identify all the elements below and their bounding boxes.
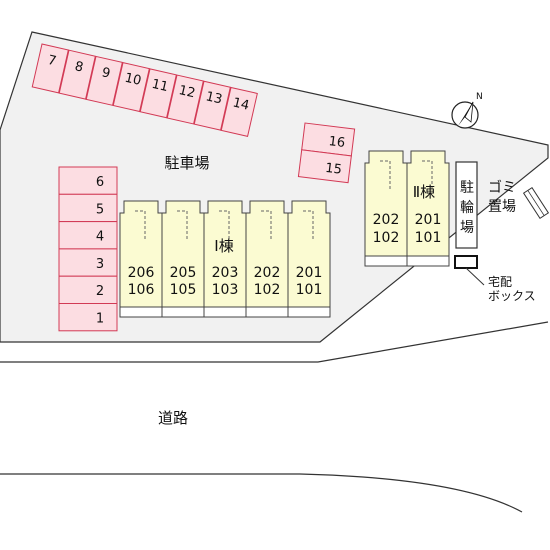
- unit-lower-number: 103: [212, 282, 239, 298]
- parking-space-6: 6: [58, 166, 118, 195]
- building-2-label: Ⅱ棟: [413, 183, 435, 201]
- parking-number: 15: [324, 161, 342, 178]
- parking-space-16: 16: [301, 122, 356, 157]
- parking-number: 7: [46, 53, 57, 69]
- delivery-box: [454, 255, 478, 269]
- parking-space-8: 8: [58, 49, 96, 100]
- parking-space-5: 5: [58, 193, 118, 223]
- parking-number: 6: [96, 175, 104, 190]
- delivery-box-label-2: ボックス: [488, 289, 536, 303]
- parking-space-10: 10: [112, 62, 150, 113]
- parking-space-4: 4: [58, 221, 118, 250]
- parking-space-2: 2: [58, 275, 118, 305]
- unit-upper-number: 206: [128, 265, 155, 281]
- road-edge-top: [0, 321, 549, 363]
- unit-upper-number: 205: [170, 265, 197, 281]
- parking-space-14: 14: [220, 86, 258, 137]
- road-edge-bottom: [0, 473, 523, 513]
- delivery-box-label-1: 宅配: [488, 274, 512, 289]
- parking-label: 駐車場: [164, 154, 209, 172]
- parking-number: 12: [177, 83, 196, 101]
- parking-number: 3: [96, 257, 104, 272]
- unit-lower-number: 106: [128, 282, 155, 298]
- parking-number: 13: [204, 89, 223, 107]
- parking-space-12: 12: [166, 74, 204, 125]
- parking-left-column: 6 5 4 3 2 1: [58, 166, 118, 332]
- unit-upper-number: 202: [373, 212, 400, 228]
- garbage-area-label-2: 置場: [488, 199, 516, 215]
- parking-space-13: 13: [193, 80, 231, 131]
- parking-number: 8: [73, 59, 84, 75]
- bicycle-parking-label-1: 駐: [460, 180, 474, 196]
- parking-number: 1: [96, 312, 104, 327]
- road-label: 道路: [158, 409, 188, 427]
- unit-lower-number: 105: [170, 282, 197, 298]
- parking-space-9: 9: [85, 55, 123, 106]
- unit-upper-number: 202: [254, 265, 281, 281]
- parking-number: 9: [100, 65, 111, 81]
- garbage-area-label-1: ゴミ: [488, 179, 516, 196]
- unit-upper-number: 201: [296, 265, 323, 281]
- unit-lower-number: 102: [373, 230, 400, 246]
- bicycle-parking: [455, 161, 478, 249]
- parking-space-11: 11: [139, 68, 177, 119]
- unit-upper-number: 201: [415, 212, 442, 228]
- parking-space-7: 7: [31, 43, 69, 94]
- parking-number: 5: [96, 202, 104, 217]
- parking-space-3: 3: [58, 248, 118, 277]
- bicycle-parking-label-3: 場: [460, 220, 474, 236]
- unit-lower-number: 101: [296, 282, 323, 298]
- parking-number: 10: [123, 71, 142, 89]
- parking-space-1: 1: [58, 303, 118, 332]
- building-1-label: Ⅰ棟: [214, 237, 233, 255]
- parking-number: 14: [231, 95, 250, 113]
- parking-number: 4: [96, 230, 104, 245]
- garbage-area-shape: [522, 187, 550, 219]
- unit-lower-number: 101: [415, 230, 442, 246]
- unit-lower-number: 102: [254, 282, 281, 298]
- parking-space-15: 15: [297, 149, 352, 184]
- parking-number: 2: [96, 284, 104, 299]
- parking-number: 11: [150, 77, 169, 95]
- bicycle-parking-label-2: 輪: [460, 199, 474, 216]
- delivery-box-leader: [465, 267, 485, 286]
- compass-north-icon: N: [451, 92, 483, 129]
- compass-north-letter: N: [476, 92, 483, 102]
- parking-number: 16: [328, 134, 346, 151]
- unit-upper-number: 203: [212, 265, 239, 281]
